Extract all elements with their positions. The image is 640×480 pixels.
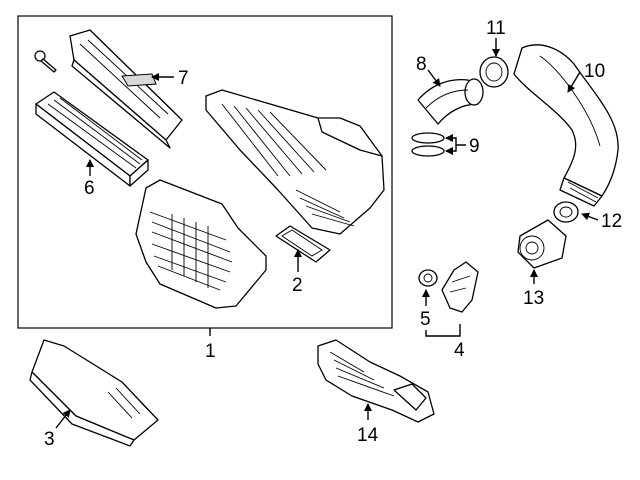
leader-9b	[445, 145, 457, 155]
callout-13: 13	[523, 288, 544, 309]
part-maf-sensor	[517, 219, 567, 269]
callout-12: 12	[601, 211, 622, 232]
leader-4	[425, 324, 461, 337]
part-upper-cover	[69, 29, 183, 149]
part-inlet-duct	[317, 339, 435, 423]
part-bracket	[441, 261, 479, 313]
callout-2: 2	[292, 275, 303, 296]
part-screw	[34, 50, 57, 73]
part-elbow-duct	[417, 78, 484, 125]
callout-14: 14	[357, 425, 379, 446]
callout-labels: 1 2 3 4 5 6 7 8 9 10 11 12 13 14	[44, 18, 622, 450]
callout-10: 10	[584, 61, 605, 82]
callout-3: 3	[44, 429, 55, 450]
leader-lines	[55, 38, 599, 429]
callout-1: 1	[205, 341, 216, 362]
part-air-duct-hose	[513, 44, 619, 207]
leader-8	[427, 69, 441, 87]
callout-9: 9	[469, 136, 480, 157]
callout-4: 4	[454, 340, 465, 361]
part-upper-housing	[205, 89, 385, 235]
callout-5: 5	[420, 309, 431, 330]
callout-7: 7	[178, 68, 189, 89]
part-clamps	[411, 132, 445, 157]
part-gasket	[275, 225, 331, 263]
part-lower-duct	[29, 339, 159, 447]
assembly-box	[17, 15, 393, 329]
part-top-clamp	[479, 56, 509, 88]
part-grommet	[418, 269, 438, 287]
part-filter-element	[35, 91, 149, 187]
part-coupler	[553, 201, 579, 223]
leader-10	[567, 71, 581, 93]
part-lower-housing	[135, 179, 267, 309]
callout-6: 6	[84, 178, 95, 199]
callout-8: 8	[416, 54, 427, 75]
callout-11: 11	[486, 18, 506, 39]
leader-9a	[445, 134, 466, 146]
leader-12	[581, 212, 599, 221]
leader-3	[55, 409, 71, 429]
